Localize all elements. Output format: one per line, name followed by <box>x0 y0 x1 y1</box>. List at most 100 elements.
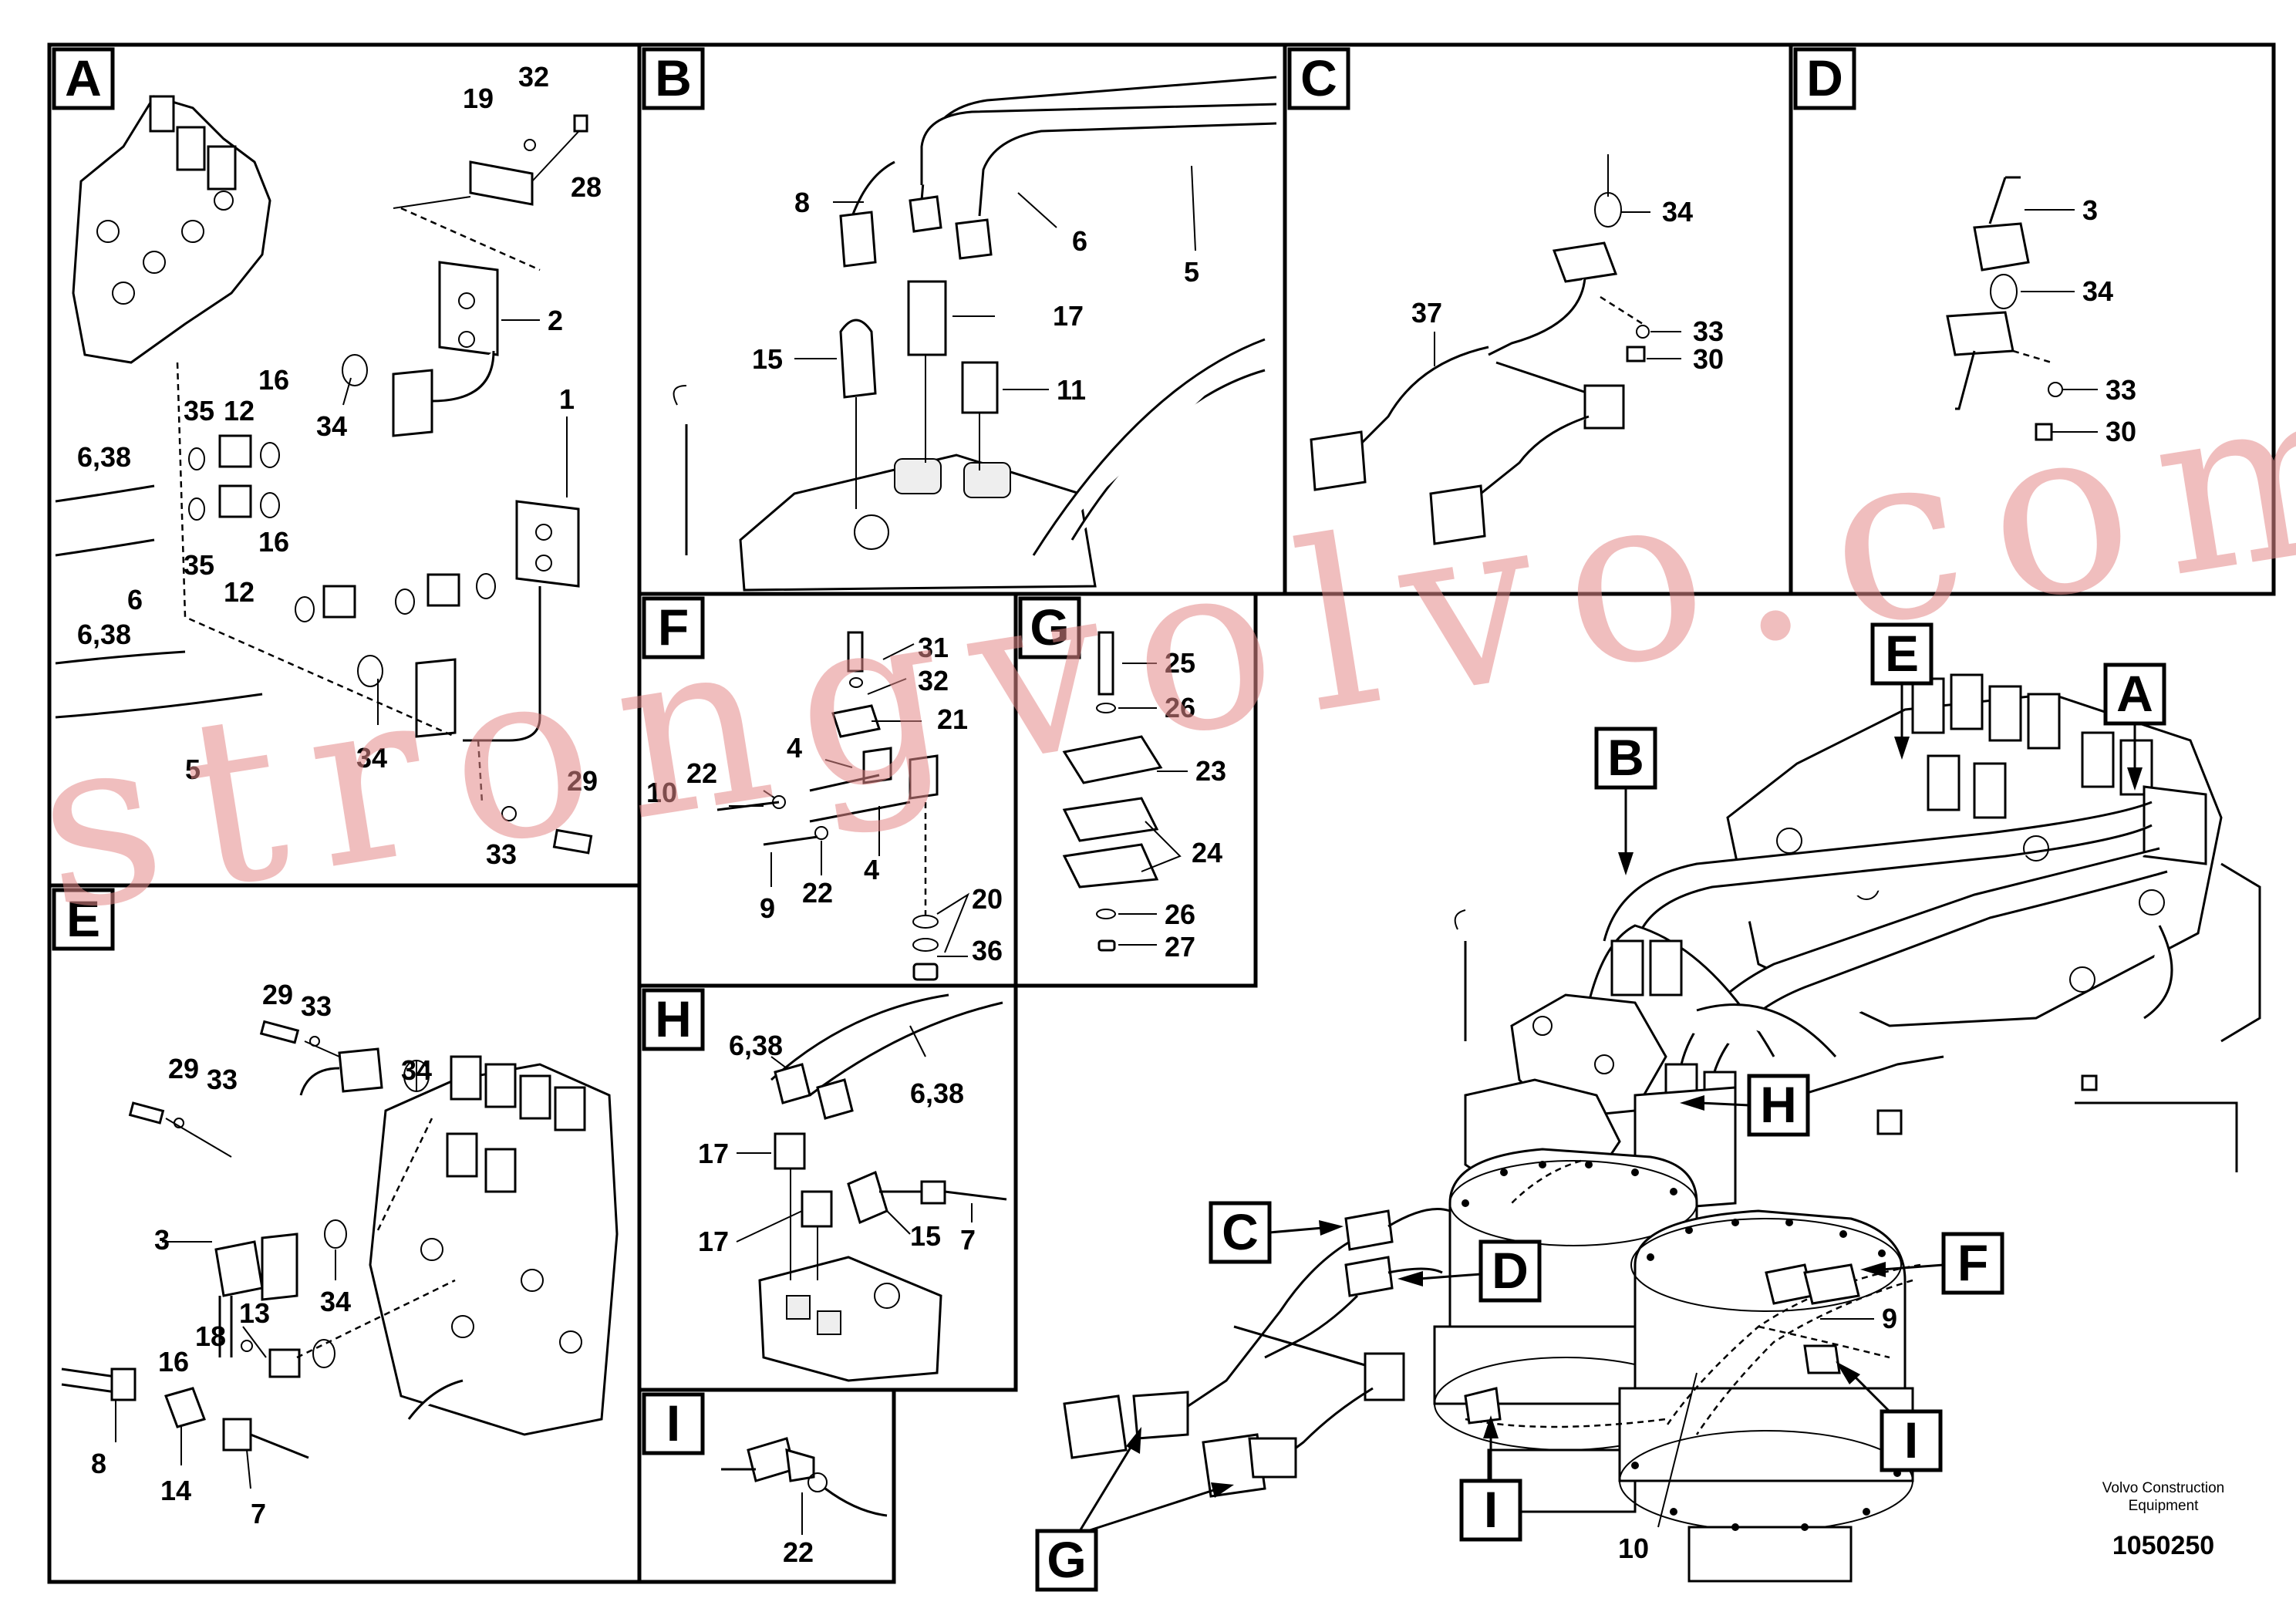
main-label-d: D <box>1397 1239 1542 1303</box>
svg-text:B: B <box>1607 729 1644 786</box>
svg-text:32: 32 <box>518 61 549 93</box>
svg-text:22: 22 <box>802 877 833 909</box>
svg-text:18: 18 <box>195 1320 226 1352</box>
main-label-a: A <box>2103 663 2166 791</box>
svg-text:20: 20 <box>972 883 1003 915</box>
svg-text:3: 3 <box>154 1224 170 1256</box>
svg-text:1: 1 <box>559 383 575 415</box>
svg-text:5: 5 <box>185 754 201 785</box>
callouts-panel-g: 25 26 23 24 26 27 <box>1165 647 1226 963</box>
main-label-g: G <box>1035 1427 1234 1592</box>
svg-text:4: 4 <box>864 854 879 885</box>
svg-text:G: G <box>1030 599 1069 656</box>
panel-e-drawing <box>61 1020 619 1489</box>
svg-text:35: 35 <box>184 549 214 581</box>
svg-text:34: 34 <box>320 1286 351 1317</box>
panel-label-g: G <box>1018 596 1081 659</box>
svg-text:F: F <box>658 599 689 656</box>
callouts-panel-f: 31 32 21 4 22 10 4 9 22 20 36 <box>646 632 1003 966</box>
svg-text:34: 34 <box>316 410 347 442</box>
panel-b-drawing <box>673 76 1277 592</box>
main-label-e: E <box>1870 622 1934 760</box>
svg-text:17: 17 <box>698 1138 729 1169</box>
panel-label-a: A <box>52 47 115 110</box>
svg-text:H: H <box>655 990 692 1047</box>
main-labels: A B C D E <box>1035 622 2166 1592</box>
panel-frames <box>47 42 2276 1584</box>
svg-text:16: 16 <box>158 1346 189 1378</box>
panel-label-h: H <box>642 988 705 1051</box>
callouts-panel-i: 22 <box>783 1536 814 1568</box>
svg-text:16: 16 <box>258 526 289 558</box>
panel-g-drawing <box>1062 631 1188 952</box>
callouts-panel-b: 8 6 5 17 15 11 <box>752 187 1199 406</box>
svg-text:9: 9 <box>760 892 775 924</box>
svg-text:17: 17 <box>698 1226 729 1257</box>
svg-text:5: 5 <box>1184 256 1199 288</box>
svg-text:E: E <box>1885 625 1919 682</box>
panel-f-drawing <box>716 631 970 981</box>
svg-text:9: 9 <box>1882 1303 1897 1334</box>
svg-text:14: 14 <box>160 1475 191 1506</box>
brand-line-1: Volvo Construction <box>2102 1480 2224 1496</box>
svg-text:19: 19 <box>463 83 494 114</box>
drawing-code: 1050250 <box>2112 1531 2214 1560</box>
svg-text:26: 26 <box>1165 692 1195 723</box>
svg-text:A: A <box>65 49 102 106</box>
svg-text:10: 10 <box>646 777 677 808</box>
svg-text:12: 12 <box>224 576 255 608</box>
svg-text:E: E <box>66 890 100 947</box>
svg-text:36: 36 <box>972 935 1003 966</box>
svg-text:34: 34 <box>2082 275 2113 307</box>
panel-letters: A B C D E F G H I <box>52 47 1856 1455</box>
svg-text:23: 23 <box>1195 755 1226 787</box>
svg-text:3: 3 <box>2082 194 2098 226</box>
panel-label-c: C <box>1287 47 1350 110</box>
panel-label-i: I <box>642 1392 705 1455</box>
svg-text:22: 22 <box>783 1536 814 1568</box>
brand-line-2: Equipment <box>2129 1498 2200 1514</box>
svg-text:C: C <box>1222 1203 1259 1260</box>
svg-text:27: 27 <box>1165 931 1195 963</box>
svg-text:D: D <box>1492 1242 1529 1299</box>
main-label-b: B <box>1594 727 1657 875</box>
svg-text:32: 32 <box>918 665 949 696</box>
svg-text:21: 21 <box>937 703 968 735</box>
main-label-c: C <box>1209 1201 1344 1264</box>
svg-text:I: I <box>1904 1411 1918 1469</box>
svg-text:10: 10 <box>1618 1533 1649 1564</box>
svg-text:37: 37 <box>1411 297 1442 329</box>
svg-text:25: 25 <box>1165 647 1195 679</box>
svg-text:8: 8 <box>794 187 810 218</box>
panel-d-drawing <box>1946 176 2098 441</box>
svg-text:2: 2 <box>548 305 563 336</box>
panel-label-e: E <box>52 888 115 951</box>
callouts-panel-e: 29 33 29 33 34 3 34 18 13 16 8 14 7 <box>91 979 432 1529</box>
panel-c-drawing <box>1310 154 1681 545</box>
callouts-panel-d: 3 34 33 30 <box>2082 194 2136 447</box>
svg-text:29: 29 <box>567 765 598 797</box>
svg-text:I: I <box>1484 1481 1498 1538</box>
svg-text:6,38: 6,38 <box>77 619 131 650</box>
svg-text:33: 33 <box>486 838 517 870</box>
svg-text:7: 7 <box>960 1224 976 1256</box>
main-assembly-drawing <box>1063 673 2261 1583</box>
svg-text:15: 15 <box>910 1220 941 1252</box>
panel-label-f: F <box>642 596 705 659</box>
svg-text:6: 6 <box>127 584 143 615</box>
svg-text:33: 33 <box>2106 374 2136 406</box>
main-label-h: H <box>1680 1074 1810 1137</box>
svg-text:26: 26 <box>1165 899 1195 930</box>
svg-text:B: B <box>655 49 692 106</box>
svg-text:30: 30 <box>2106 416 2136 447</box>
svg-text:12: 12 <box>224 395 255 427</box>
svg-text:17: 17 <box>1053 300 1084 332</box>
svg-text:C: C <box>1300 49 1337 106</box>
svg-text:34: 34 <box>1662 196 1693 228</box>
svg-text:6,38: 6,38 <box>729 1030 783 1061</box>
svg-text:H: H <box>1760 1076 1797 1133</box>
svg-text:34: 34 <box>401 1054 432 1086</box>
footer-brand: Volvo Construction Equipment 1050250 <box>2102 1480 2224 1560</box>
svg-text:34: 34 <box>356 742 387 774</box>
